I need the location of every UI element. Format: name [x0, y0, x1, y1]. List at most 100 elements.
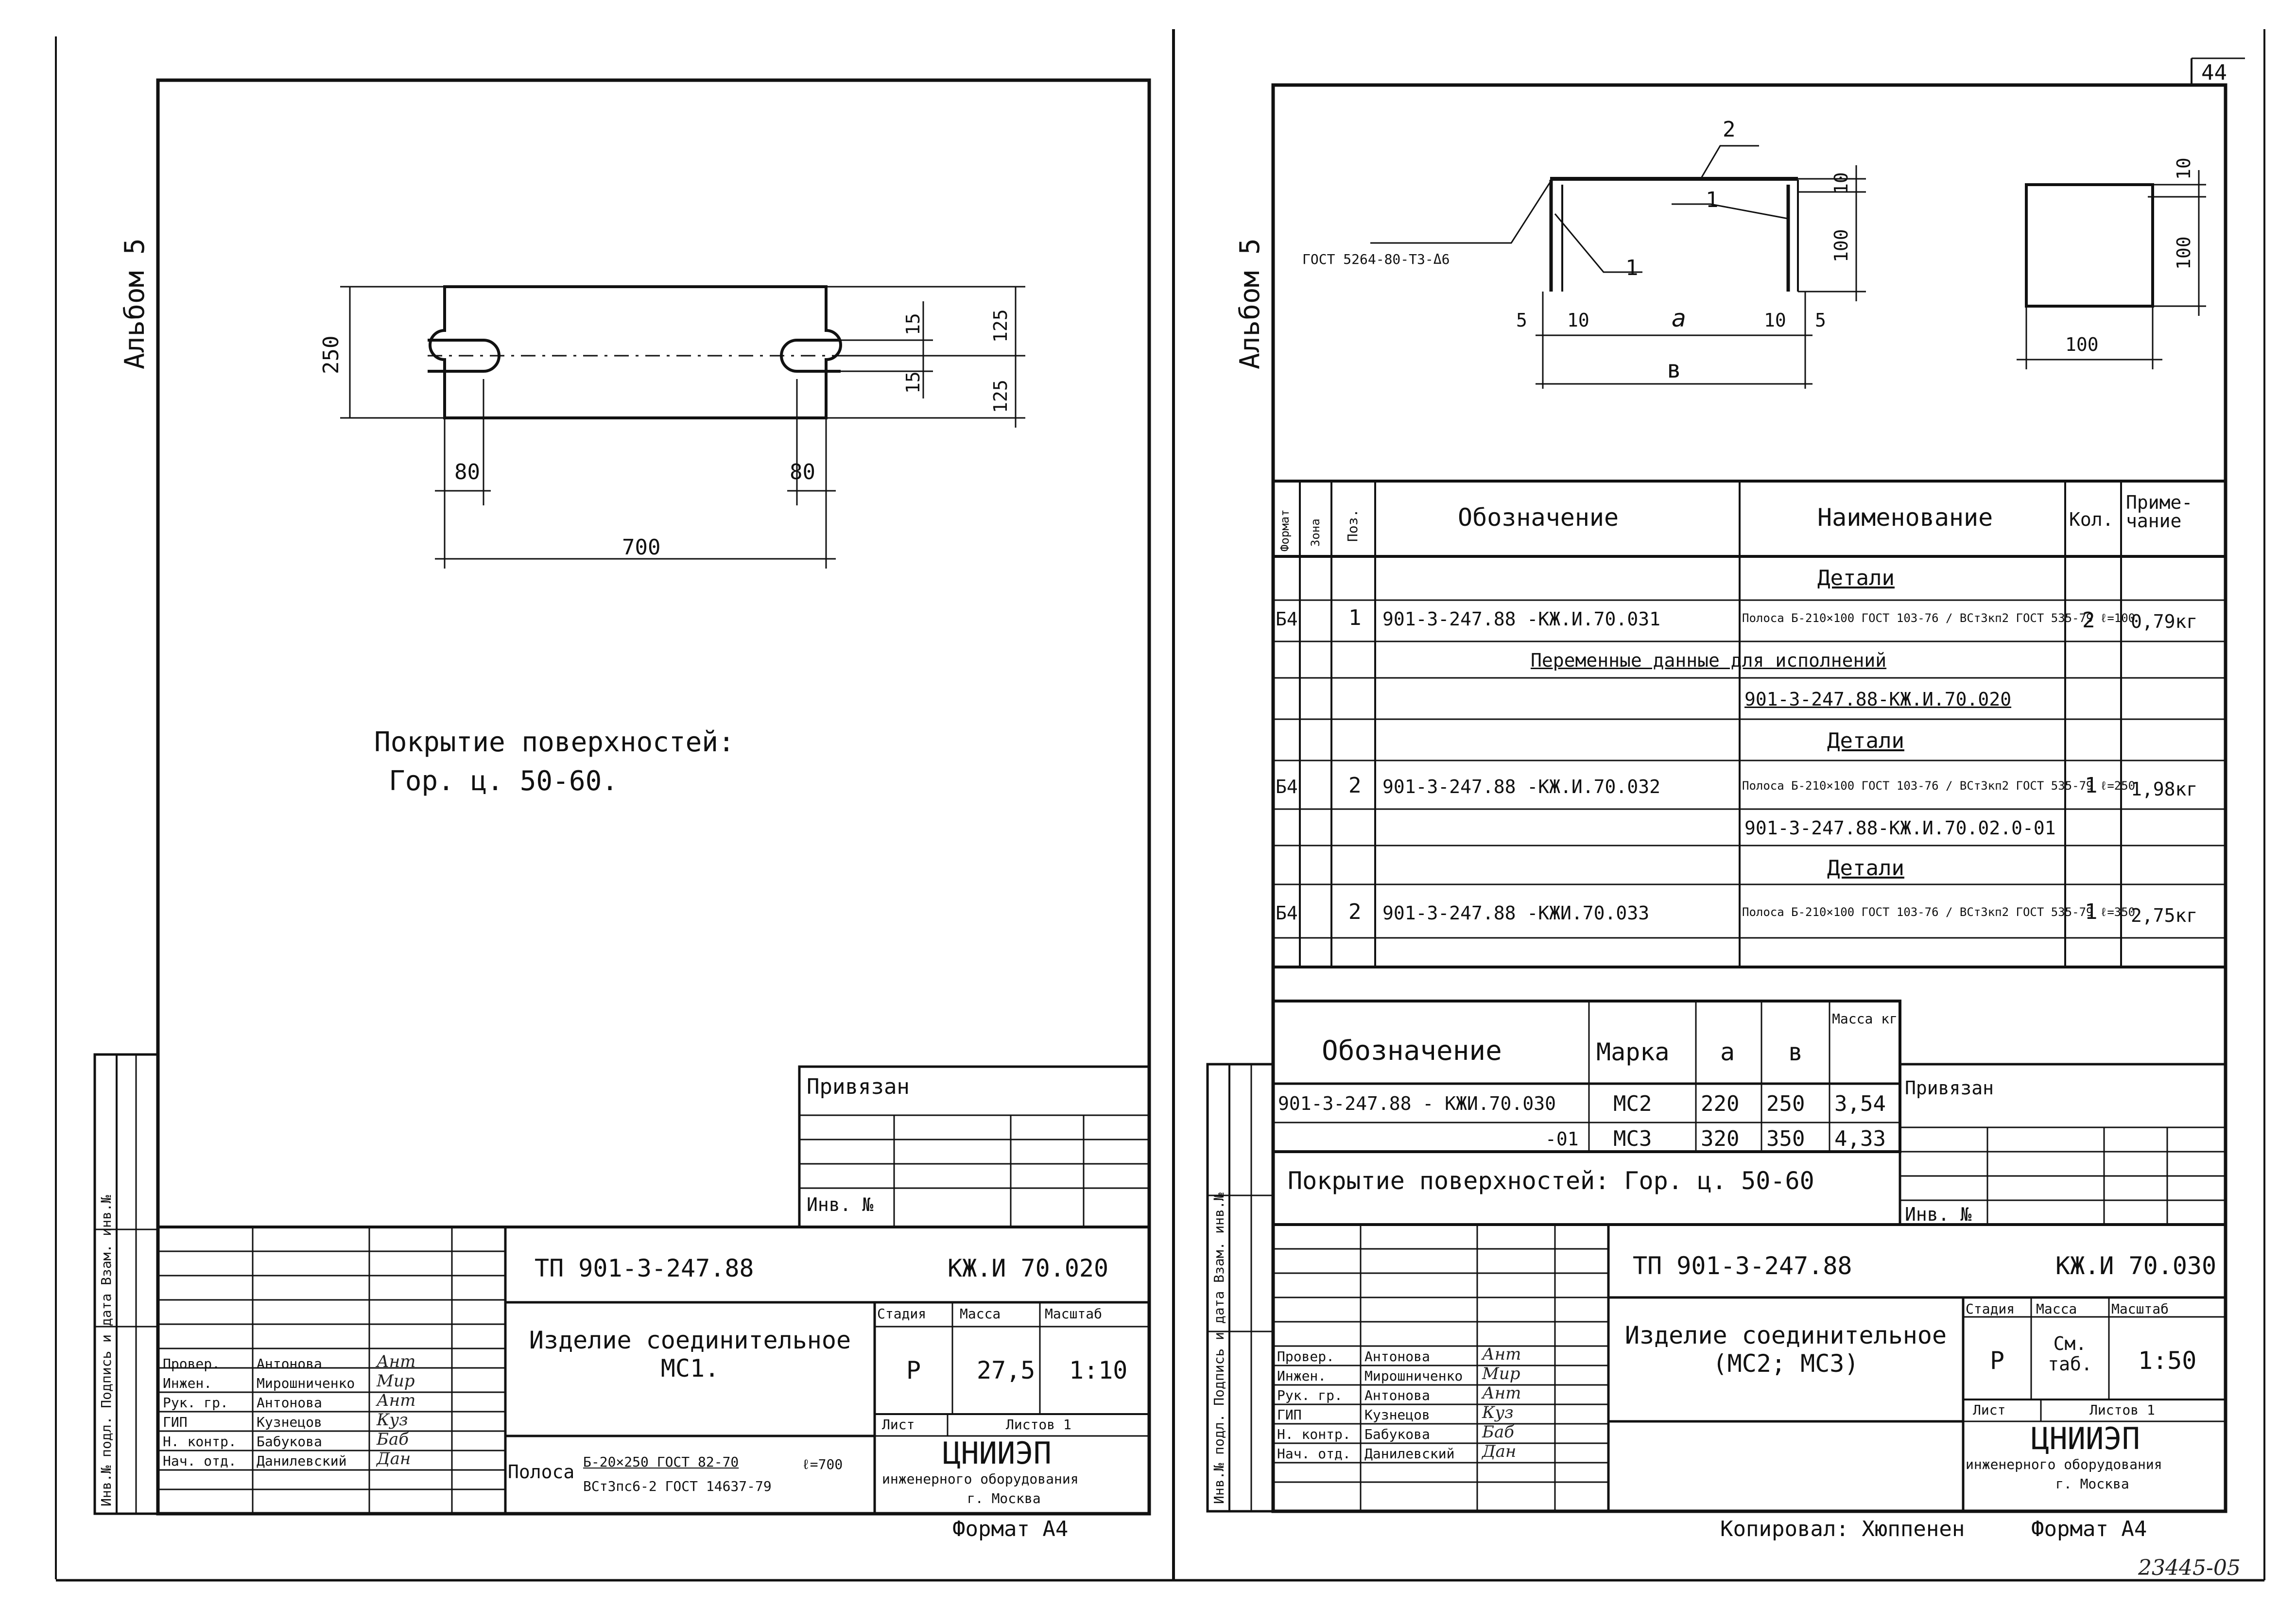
staff-sign-1: Ант — [377, 1352, 416, 1371]
spec-row-2-qty: 2 — [2082, 608, 2095, 633]
dim-125-top: 125 — [990, 309, 1011, 343]
pos-1-label-b: 1 — [1625, 256, 1639, 280]
coating-note: Покрытие поверхностей: Гор. ц. 50-60 — [1288, 1167, 1814, 1195]
spec-header-note: Приме-чание — [2126, 492, 2193, 532]
spec-row-9-pos: 2 — [1348, 899, 1362, 924]
mass-header: Масса — [2036, 1301, 2077, 1317]
spec-row-2-designation: 901-3-247.88 -КЖ.И.70.031 — [1382, 608, 1660, 630]
staff-role-5: Н. контр. — [163, 1434, 237, 1450]
staff-sign-4: Куз — [377, 1410, 408, 1430]
dim-250: 250 — [319, 335, 344, 374]
var-row-2-designation: -01 — [1545, 1128, 1579, 1150]
org-city: г. Москва — [2055, 1476, 2129, 1492]
staff-sign-2: Мир — [377, 1371, 415, 1391]
var-row-2-mark: МС3 — [1613, 1126, 1652, 1151]
spec-row-6-format: Б4 — [1276, 776, 1298, 797]
item-title: Изделие соединительное МС1. — [529, 1326, 851, 1382]
dim-10-left: 10 — [1567, 310, 1589, 331]
item-title: Изделие соединительное (МС2; МС3) — [1624, 1321, 1947, 1378]
page-number: 44 — [2201, 60, 2227, 85]
spec-row-9-format: Б4 — [1276, 902, 1298, 924]
staff-sign-3: Ант — [1482, 1383, 1521, 1403]
dim-125-bottom: 125 — [990, 380, 1011, 413]
dim-10-top: 10 — [1830, 172, 1852, 194]
staff-name-4: Кузнецов — [257, 1414, 322, 1430]
org-sub: инженерного оборудования — [1966, 1456, 2162, 1472]
staff-name-5: Бабукова — [257, 1434, 322, 1450]
sheets-label: Листов 1 — [1006, 1417, 1071, 1433]
staff-name-1: Антонова — [1364, 1348, 1430, 1365]
spec-row-2-name: Полоса Б-210×100 ГОСТ 103-76 / ВСт3кп2 Г… — [1742, 611, 2136, 625]
staff-sign-6: Дан — [377, 1449, 411, 1469]
spec-header-designation: Обозначение — [1458, 503, 1619, 532]
var-row-1-b: 250 — [1766, 1091, 1805, 1116]
spec-row-9-name: Полоса Б-210×100 ГОСТ 103-76 / ВСт3кп2 Г… — [1742, 905, 2136, 919]
var-row-1-mark: МС2 — [1613, 1091, 1652, 1116]
scale-header: Масштаб — [1045, 1306, 1103, 1322]
var-header-mass: Масса кг — [1832, 1011, 1898, 1027]
staff-name-3: Антонова — [257, 1395, 322, 1411]
spec-header-zone: Зона — [1309, 518, 1322, 547]
spec-header-name: Наименование — [1817, 503, 1993, 532]
staff-role-1: Провер. — [1277, 1348, 1335, 1365]
staff-role-6: Нач. отд. — [1277, 1446, 1351, 1462]
var-header-b: в — [1788, 1038, 1803, 1066]
staff-name-1: Антонова — [257, 1356, 322, 1372]
material-length: ℓ=700 — [802, 1456, 843, 1472]
var-header-a: а — [1720, 1038, 1735, 1066]
staff-sign-4: Куз — [1482, 1403, 1514, 1422]
material-top: Б-20×250 ГОСТ 82-70 — [583, 1454, 739, 1470]
weld-gost: ГОСТ 5264-80-Т3-Δ6 — [1302, 251, 1450, 267]
org-name: ЦНИИЭП — [943, 1435, 1052, 1471]
var-row-2-a: 320 — [1701, 1126, 1740, 1151]
stage-value: Р — [906, 1356, 921, 1384]
doc-code: ТП 901-3-247.88 — [1633, 1252, 1852, 1280]
spec-row-4-name: 901-3-247.88-КЖ.И.70.020 — [1744, 689, 2012, 710]
album-label: Альбом 5 — [1234, 238, 1266, 369]
spec-row-2-format: Б4 — [1276, 608, 1298, 630]
staff-role-6: Нач. отд. — [163, 1453, 237, 1469]
spec-row-3-name: Переменные данные для исполнений — [1531, 650, 1887, 671]
spec-row-9-qty: 1 — [2085, 899, 2098, 924]
spec-row-6-qty: 1 — [2085, 773, 2098, 798]
staff-sign-3: Ант — [377, 1391, 416, 1410]
staff-sign-1: Ант — [1482, 1345, 1521, 1364]
privyazan-label: Привязан — [807, 1074, 910, 1099]
spec-row-6-note: 1,98кг — [2131, 778, 2198, 800]
var-header-designation: Обозначение — [1322, 1035, 1502, 1067]
mass-header: Масса — [960, 1306, 1001, 1322]
var-header-mark: Марка — [1596, 1038, 1670, 1066]
staff-role-2: Инжен. — [163, 1375, 212, 1391]
sheets-label: Листов 1 — [2089, 1402, 2155, 1418]
staff-sign-2: Мир — [1482, 1364, 1520, 1383]
var-row-2-b: 350 — [1766, 1126, 1805, 1151]
inv-no-label: Инв. № — [807, 1194, 874, 1215]
spec-row-6-designation: 901-3-247.88 -КЖ.И.70.032 — [1382, 776, 1660, 797]
staff-sign-6: Дан — [1482, 1442, 1517, 1461]
stage-value: Р — [1990, 1347, 2005, 1375]
staff-name-4: Кузнецов — [1364, 1407, 1430, 1423]
mass-value: См. таб. — [2048, 1333, 2092, 1375]
dim-700: 700 — [622, 535, 661, 560]
spec-row-9-designation: 901-3-247.88 -КЖИ.70.033 — [1382, 902, 1650, 924]
dim-b: в — [1667, 355, 1682, 383]
staff-sign-5: Баб — [1482, 1422, 1515, 1442]
spec-row-1-name: Детали — [1817, 566, 1895, 590]
stage-header: Стадия — [877, 1306, 927, 1322]
coating-label: Покрытие поверхностей: — [374, 726, 735, 758]
var-row-1-mass: 3,54 — [1834, 1091, 1886, 1116]
staff-role-1: Провер. — [163, 1356, 221, 1372]
dim-80-left: 80 — [454, 460, 480, 484]
dim-10-right: 10 — [1764, 310, 1786, 331]
staff-role-4: ГИП — [163, 1414, 188, 1430]
staff-role-5: Н. контр. — [1277, 1426, 1351, 1442]
dim-15-top: 15 — [902, 313, 924, 335]
inv-no-label: Инв. № — [1905, 1204, 1972, 1225]
dim-80-right: 80 — [790, 460, 815, 484]
spec-header-format: Формат — [1278, 509, 1292, 552]
scale-value: 1:10 — [1069, 1356, 1128, 1384]
dim-a: a — [1672, 304, 1687, 332]
dim-5-left: 5 — [1516, 310, 1527, 331]
var-row-1-a: 220 — [1701, 1091, 1740, 1116]
